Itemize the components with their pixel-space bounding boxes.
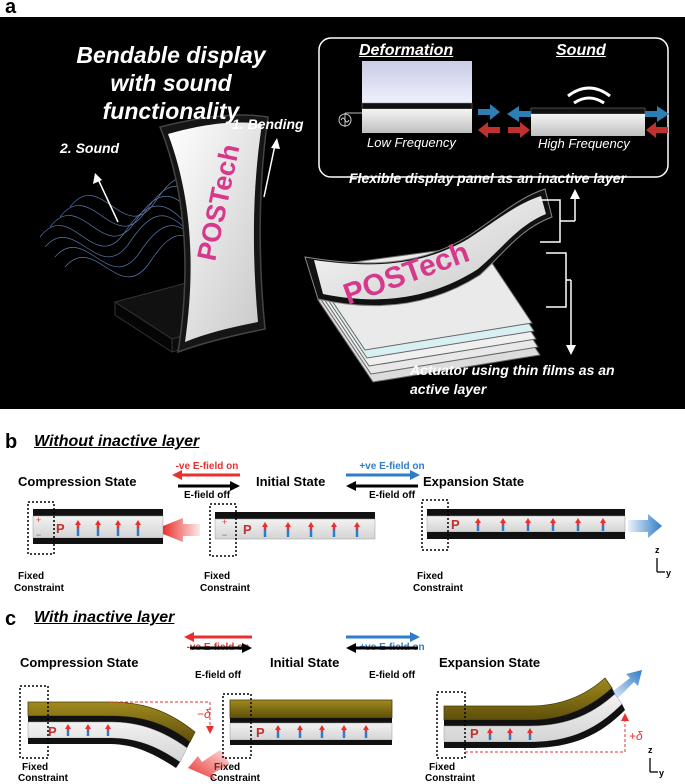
c-p-label-2: P [256, 725, 265, 740]
c-initial-label: Initial State [270, 655, 340, 670]
sound-label: 2. Sound [60, 140, 120, 156]
ac-source-icon [338, 113, 352, 127]
c-axis-y: y [659, 768, 664, 778]
b-initial-label: Initial State [256, 474, 326, 489]
c-delta-pos: +δ [629, 729, 643, 743]
svg-text:+: + [222, 517, 227, 527]
panel-label-a: a [5, 0, 17, 18]
c-fixed-constraint-2: Fixed Constraint [210, 762, 260, 784]
c-fixed-constraint-1: Fixed Constraint [18, 762, 68, 784]
b-expansion-label: Expansion State [423, 474, 525, 489]
c-p-label-3: P [470, 726, 479, 741]
svg-text:+: + [36, 515, 41, 525]
deform-arrow-right [478, 104, 500, 120]
active-layer-label: Actuator using thin films as an active l… [410, 362, 615, 397]
c-fixed-constraint-3: Fixed Constraint [425, 762, 475, 784]
c-p-label-1: P [48, 724, 57, 739]
bending-label: 1. Bending [232, 116, 304, 132]
b-neg-field-label: -ve E-field on [175, 461, 239, 472]
high-frequency-label: High Frequency [538, 136, 630, 151]
c-axis-z: z [648, 745, 653, 755]
panel-a-title: Bendable display with sound functionalit… [76, 42, 266, 124]
b-p-label-2: P [243, 522, 252, 537]
panel-a-illustration: POSTech [39, 37, 669, 383]
svg-text:−: − [36, 530, 41, 540]
c-fixed-box-1 [19, 685, 49, 759]
b-fixed-constraint-1: Fixed Constraint [14, 571, 64, 594]
c-fixed-box-2 [222, 693, 252, 759]
c-expansion-label: Expansion State [439, 655, 541, 670]
c-field-off-right: E-field off [368, 670, 416, 681]
panel-a-scene: POSTech [0, 17, 685, 409]
deform-arrow-left [478, 122, 500, 138]
b-fixed-constraint-2: Fixed Constraint [200, 571, 250, 594]
c-compression-label: Compression State [20, 655, 139, 670]
b-axis-z: z [655, 545, 660, 555]
panel-c-diagram: −δ P P +δ P z y [19, 632, 664, 780]
sound-arc-icon [567, 86, 611, 98]
sound-title: Sound [556, 42, 606, 59]
panel-label-c: c [5, 608, 17, 630]
bent-display-screen [168, 122, 262, 342]
b-pos-field-label: +ve E-field on [359, 461, 425, 472]
panel-b-title: Without inactive layer [34, 433, 200, 450]
b-fixed-box-3 [421, 499, 449, 551]
b-p-label-1: P [56, 521, 65, 536]
b-fixed-box-1 [27, 501, 55, 555]
sound-pointer [97, 178, 119, 223]
low-frequency-label: Low Frequency [367, 135, 456, 150]
b-field-off-right: E-field off [368, 490, 416, 501]
bending-pointer [263, 144, 276, 198]
c-field-off-left: E-field off [194, 670, 242, 681]
b-field-off-left: E-field off [183, 490, 231, 501]
b-p-label-3: P [451, 517, 460, 532]
b-fixed-constraint-3: Fixed Constraint [413, 571, 463, 594]
b-axis-y: y [666, 568, 671, 578]
svg-text:−: − [222, 530, 227, 540]
b-fixed-box-2 [209, 503, 237, 557]
panel-b-diagram: P + − P + − P z y [27, 470, 671, 578]
deformation-title: Deformation [359, 42, 454, 59]
panel-label-b: b [5, 431, 18, 453]
active-bracket [546, 252, 567, 308]
panel-c-title: With inactive layer [34, 609, 175, 626]
c-fixed-box-3 [436, 691, 466, 759]
inset-frame [318, 37, 669, 178]
c-delta-neg: −δ [197, 707, 211, 721]
flexible-display-screen [314, 196, 546, 300]
inactive-layer-label: Flexible display panel as an inactive la… [349, 170, 627, 186]
b-compression-label: Compression State [18, 474, 137, 489]
